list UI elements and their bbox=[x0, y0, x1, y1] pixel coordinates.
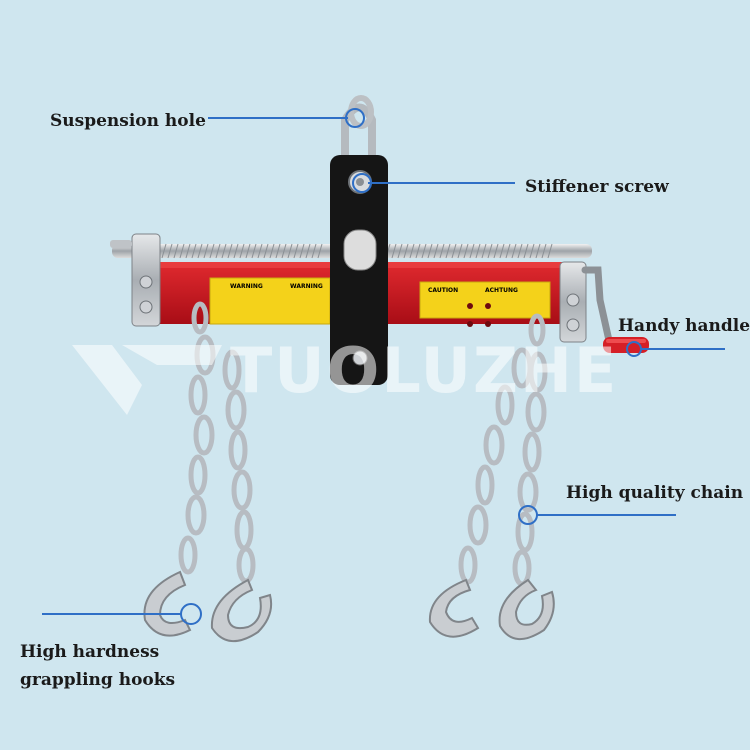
callouts bbox=[42, 108, 725, 625]
hooks bbox=[143, 570, 555, 642]
left-end-bracket bbox=[110, 233, 161, 327]
label-hooks-line-2: grappling hooks bbox=[20, 670, 176, 690]
watermark-logo bbox=[72, 345, 222, 415]
label-hooks-line-1: High hardness bbox=[20, 642, 160, 662]
label-stiffener-screw: Stiffener screw bbox=[525, 177, 669, 197]
watermark-text: TUOLUZHE bbox=[230, 334, 619, 407]
label-grappling-hooks: High hardness grappling hooks bbox=[20, 638, 175, 694]
sticker-warning-left: WARNING bbox=[230, 283, 263, 290]
sticker-warning-right: WARNING bbox=[290, 283, 323, 290]
central-plate bbox=[330, 103, 388, 385]
right-end-bracket bbox=[559, 261, 614, 349]
sticker-caution: CAUTION bbox=[428, 287, 458, 294]
right-chain bbox=[458, 313, 548, 587]
label-high-quality-chain: High quality chain bbox=[566, 483, 744, 503]
hook-1 bbox=[143, 570, 192, 637]
hook-2 bbox=[210, 578, 273, 642]
label-handy-handle: Handy handle bbox=[618, 316, 750, 336]
sticker-achtung: ACHTUNG bbox=[485, 287, 518, 294]
label-suspension-hole: Suspension hole bbox=[50, 111, 206, 131]
hook-4 bbox=[498, 578, 555, 640]
left-chain bbox=[178, 301, 256, 584]
hook-3 bbox=[428, 578, 480, 638]
